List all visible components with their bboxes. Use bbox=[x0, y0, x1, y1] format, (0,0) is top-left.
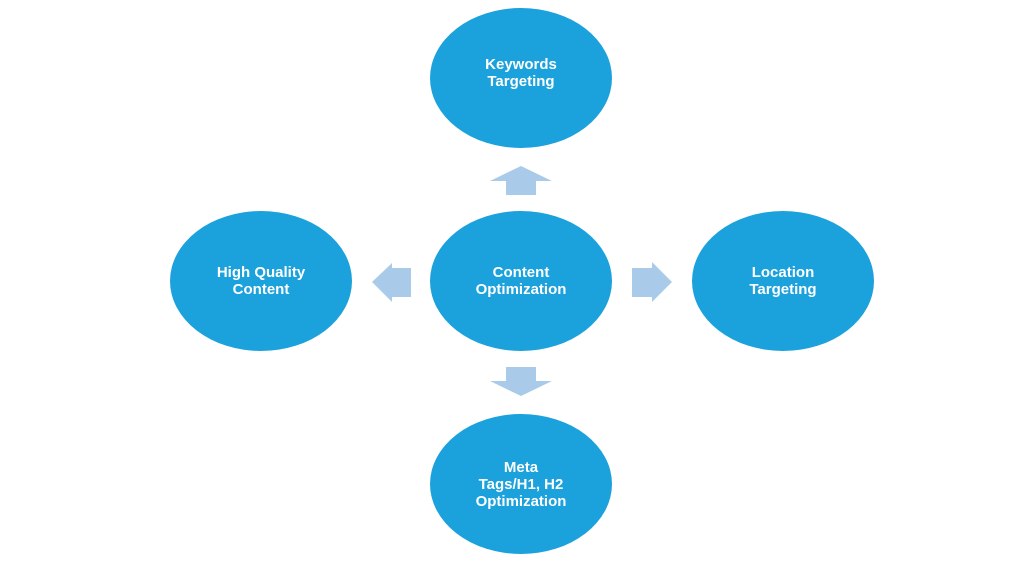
arrow-right bbox=[632, 262, 672, 302]
node-high-quality-content-label: High Quality Content bbox=[216, 264, 306, 298]
arrow-down bbox=[490, 367, 552, 396]
arrow-up bbox=[490, 166, 552, 195]
node-keywords-targeting: Keywords Targeting bbox=[430, 8, 612, 148]
node-content-optimization: Content Optimization bbox=[430, 211, 612, 351]
node-high-quality-content: High Quality Content bbox=[170, 211, 352, 351]
node-location-targeting: Location Targeting bbox=[692, 211, 874, 351]
arrow-left bbox=[372, 263, 411, 302]
node-location-targeting-label: Location Targeting bbox=[749, 264, 817, 298]
node-keywords-targeting-label: Keywords Targeting bbox=[485, 56, 557, 90]
node-meta-tags-optimization-label: Meta Tags/H1, H2 Optimization bbox=[475, 458, 567, 510]
node-meta-tags-optimization: Meta Tags/H1, H2 Optimization bbox=[430, 414, 612, 554]
node-content-optimization-label: Content Optimization bbox=[475, 264, 567, 298]
